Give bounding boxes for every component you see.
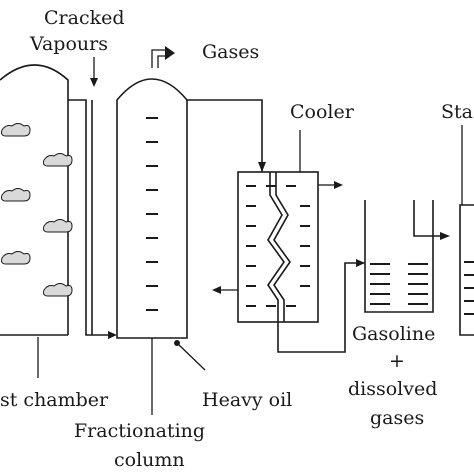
gases-bottom-label: gases [370,407,424,429]
fractionating-column [116,78,206,415]
stabiliser-label: Sta [441,101,473,123]
fractionating-column-label-line1: Fractionating [74,420,205,442]
catalyst-chamber-label: st chamber [0,389,109,411]
cooler [212,130,343,323]
gasoline-receiver [364,200,450,313]
catalyst-lump [1,251,31,265]
fractionating-column-label-line2: column [114,449,185,471]
cracked-vapours-label-line2: Vapours [29,33,108,55]
cracked-vapour-pipe [68,57,117,339]
dissolved-label: dissolved [348,378,437,400]
gases-outlet [151,46,175,68]
heavy-oil-label: Heavy oil [202,389,292,411]
stabiliser [459,125,474,336]
catalyst-lump [1,123,31,137]
catalyst-lump [43,219,73,233]
catalyst-lump [1,188,31,202]
catalyst-chamber [0,64,73,378]
vapour-line-to-cooler [187,99,266,172]
plus-label: + [389,350,405,372]
cooler-label: Cooler [290,101,355,123]
cooler-to-receiver-line [277,259,365,353]
gasoline-label: Gasoline [352,323,435,345]
catalyst-lump [43,153,73,167]
catalyst-lump [43,283,73,297]
gases-label: Gases [202,41,259,63]
cracked-vapours-label-line1: Cracked [44,7,125,29]
